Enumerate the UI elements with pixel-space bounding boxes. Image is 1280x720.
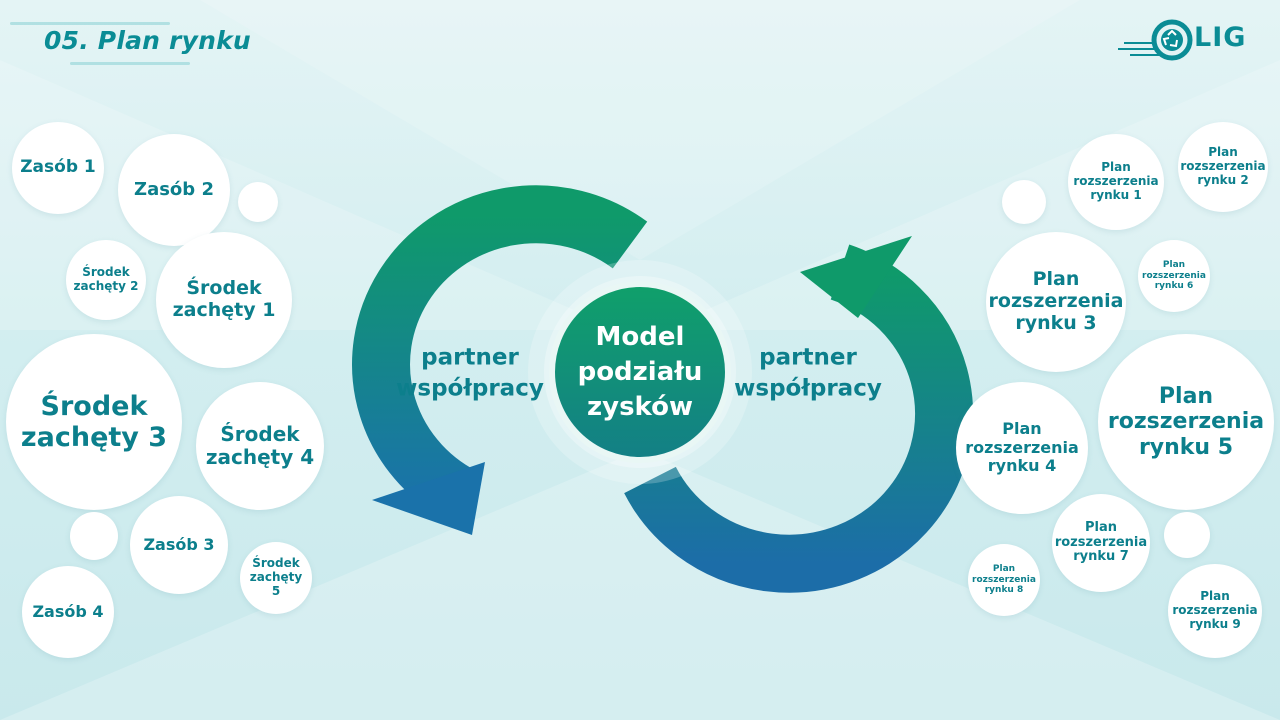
label-line: partner [759, 345, 857, 371]
left-loop-arrow [352, 185, 648, 535]
bubble-text-line: rynku 1 [1090, 187, 1142, 202]
bubble-text-line: rynku 5 [1138, 434, 1234, 460]
bubble-zasob-4: Zasób 4 [22, 566, 114, 658]
bubble-text-line: Środek [220, 422, 300, 446]
bubble-text-line: rynku 9 [1189, 616, 1241, 631]
label-line: partner [421, 345, 519, 371]
bubble-text-line: rozszerzenia [988, 290, 1124, 313]
bubble-text-line: zachęty 5 [249, 570, 303, 598]
bubble-text-line: rozszerzenia [1172, 603, 1258, 618]
bubble-text-line: rozszerzenia [1142, 270, 1206, 281]
bubble-text-line: Zasób 2 [134, 178, 214, 200]
bubble-text-line: rynku 8 [984, 585, 1024, 596]
bubble-text-line: Plan [1158, 384, 1214, 410]
left-loop-label: partner współpracy [396, 345, 544, 402]
bubble-zasob-3: Zasób 3 [130, 496, 228, 594]
bubble-text-line: Plan [1162, 260, 1186, 271]
logo-emblem [1118, 19, 1193, 61]
bubble-zasob-2: Zasób 2 [118, 134, 230, 246]
label-line: współpracy [396, 376, 544, 402]
bubble-empty [1164, 512, 1210, 558]
bubble-text-line: Środek [186, 277, 262, 300]
bubble-text-line: zachęty 3 [20, 422, 168, 453]
bubble-text-line: Plan [1002, 419, 1042, 439]
bubble-empty [238, 182, 278, 222]
bubble-text-line: rynku 7 [1073, 549, 1129, 565]
label-line: współpracy [734, 376, 882, 402]
bubble-text-line: Plan [1032, 268, 1080, 291]
bubble-text-line: Plan [1200, 589, 1230, 604]
bubble-text-line: zachęty 4 [205, 445, 315, 469]
bubble-empty [1002, 180, 1046, 224]
right-loop-label: partner współpracy [734, 345, 882, 402]
bubble-text-line: Środek [82, 265, 130, 280]
bubble-text-line: Plan [1208, 145, 1238, 160]
bubble-empty [70, 512, 118, 560]
right-loop-arrow [624, 236, 973, 593]
center-circle [549, 281, 731, 463]
bubble-text-line: zachęty 2 [73, 279, 139, 293]
bubble-text-line: Plan [992, 564, 1016, 575]
bubble-text-line: rozszerzenia [1054, 534, 1148, 550]
bubble-text-line: rynku 3 [1015, 311, 1097, 334]
bubble-text-line: Środek [252, 556, 300, 571]
bubble-text-line: rozszerzenia [965, 437, 1079, 457]
bubble-zasob-1: Zasób 1 [12, 122, 104, 214]
bubble-text-line: Plan [1101, 160, 1131, 175]
label-line: zysków [587, 392, 693, 422]
bubble-text-line: zachęty 1 [172, 299, 276, 321]
header-accent-line [10, 22, 170, 25]
bubble-text-line: Zasób 3 [143, 534, 215, 554]
bubble-text-line: rozszerzenia [1073, 174, 1159, 189]
header-accent-line [70, 62, 190, 65]
logo-text: LIG [1194, 22, 1247, 53]
bubble-text-line: Zasób 4 [32, 601, 104, 621]
bubble-text-line: rozszerzenia [1107, 409, 1265, 435]
label-line: Model [596, 322, 685, 352]
label-line: podziału [578, 357, 703, 387]
bubble-text-line: Środek [40, 390, 148, 422]
page-title: 05. Plan rynku [44, 26, 251, 55]
bubble-text-line: rynku 2 [1197, 172, 1249, 187]
bubble-text-line: Plan [1084, 519, 1117, 535]
bubble-text-line: rozszerzenia [1180, 159, 1266, 174]
bubble-text-line: rozszerzenia [972, 574, 1036, 585]
bubble-text-line: rynku 6 [1154, 281, 1194, 292]
bubble-text-line: Zasób 1 [20, 157, 96, 178]
bubble-text-line: rynku 4 [987, 456, 1057, 476]
center-label: Model podziału zysków [578, 322, 703, 422]
